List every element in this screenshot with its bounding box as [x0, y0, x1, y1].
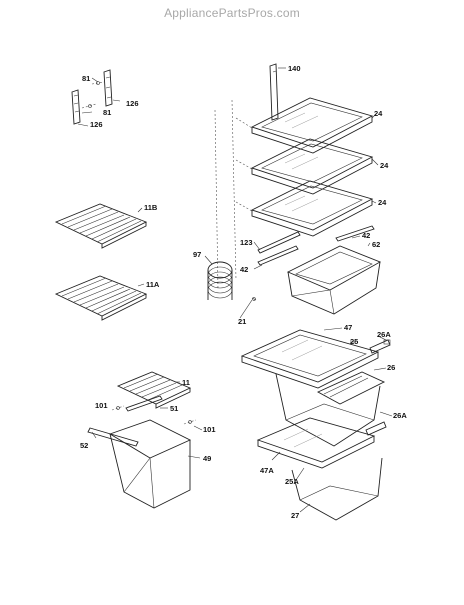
label-81-bottom: 81: [103, 108, 111, 117]
heater-coil-97: [207, 261, 233, 300]
wire-shelf-11: [116, 371, 192, 409]
watermark: AppliancePartsPros.com: [164, 6, 300, 20]
humidity-control-26a-top: [369, 339, 391, 354]
label-123: 123: [240, 238, 253, 247]
label-11b: 11B: [144, 203, 158, 212]
label-42-left: 42: [240, 265, 248, 274]
wire-shelf-11a: [54, 275, 148, 321]
label-26a-top: 26A: [377, 330, 391, 339]
label-27: 27: [291, 511, 299, 520]
label-24-bottom: 24: [378, 198, 387, 207]
label-51: 51: [170, 404, 178, 413]
shelf-rail-140: [269, 63, 279, 121]
leader-lines: [77, 67, 393, 513]
fastener-21: [251, 297, 257, 301]
glass-shelf-24-top: [250, 97, 374, 154]
label-47: 47: [344, 323, 352, 332]
label-52: 52: [80, 441, 88, 450]
pan-rail-52: [87, 427, 139, 447]
screws-81: [81, 81, 105, 109]
storage-bin-49: [108, 419, 192, 509]
label-24-top: 24: [374, 109, 383, 118]
crisper-pan-62: [286, 245, 382, 315]
wire-shelf-11b: [54, 203, 148, 249]
pan-rail-123: [257, 231, 301, 254]
cabinet-wall-right: [231, 99, 237, 281]
shelf-bracket-126-right: [103, 69, 113, 107]
label-47a: 47A: [260, 466, 274, 475]
crisper-cover-25: [240, 329, 380, 389]
shelf-rail-51: [125, 395, 163, 412]
label-26: 26: [387, 363, 395, 372]
glass-shelf-24-bottom: [250, 180, 374, 237]
shelf-guide-lines: [235, 117, 253, 212]
label-126-left: 126: [90, 120, 103, 129]
crisper-cover-47a: [256, 417, 376, 469]
label-97: 97: [193, 250, 201, 259]
label-24-middle: 24: [380, 161, 389, 170]
label-126-right: 126: [126, 99, 139, 108]
cover-frame-26: [316, 371, 386, 405]
label-26a-bottom: 26A: [393, 411, 407, 420]
label-81-top: 81: [82, 74, 90, 83]
label-25a: 25A: [285, 477, 299, 486]
label-25: 25: [350, 337, 358, 346]
label-42-right: 42: [362, 231, 370, 240]
label-11: 11: [182, 378, 190, 387]
crisper-drawer-upper: [275, 373, 381, 447]
label-101-right: 101: [203, 425, 216, 434]
crisper-drawer-27: [291, 457, 383, 521]
label-49: 49: [203, 454, 211, 463]
glass-shelf-24-middle: [250, 138, 374, 195]
screws-101: [111, 405, 197, 425]
label-62: 62: [372, 240, 380, 249]
pan-rails-42: [257, 225, 375, 266]
label-21: 21: [238, 317, 246, 326]
label-140: 140: [288, 64, 301, 73]
label-101-left: 101: [95, 401, 108, 410]
humidity-control-26a-bottom: [365, 421, 387, 436]
shelf-bracket-126-left: [71, 89, 81, 125]
label-11a: 11A: [146, 280, 160, 289]
